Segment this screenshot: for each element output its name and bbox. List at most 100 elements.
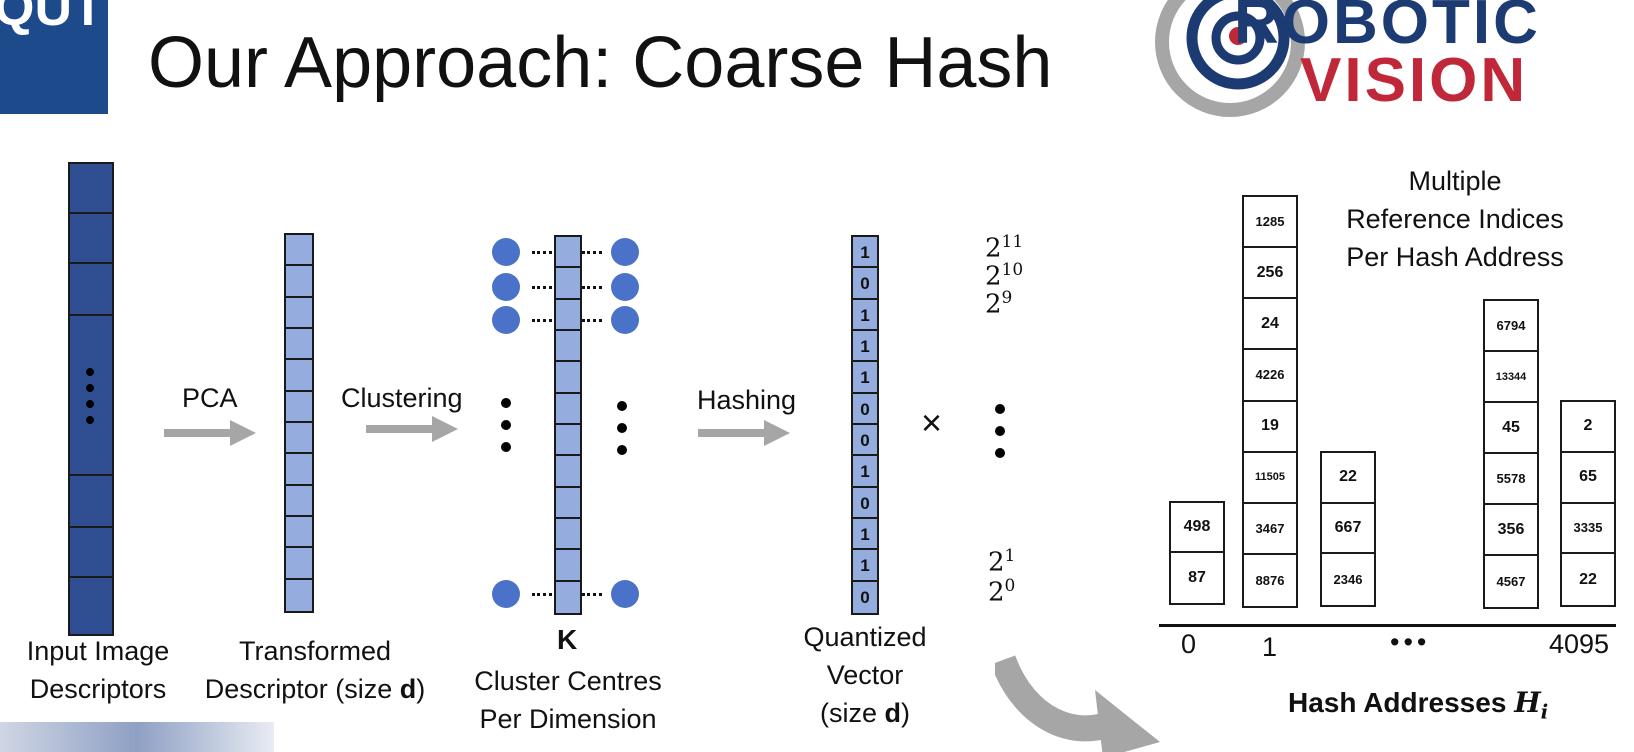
reference-index: 667 — [1322, 504, 1374, 555]
reference-index: 498 — [1171, 503, 1223, 553]
reference-index: 45 — [1485, 403, 1537, 454]
quantized-bit: 1 — [853, 300, 877, 331]
quantized-bit: 1 — [853, 237, 877, 269]
power-of-two: 21 — [988, 546, 1016, 578]
reference-index: 22 — [1322, 453, 1374, 504]
title-regular: Our Approach: — [148, 23, 633, 103]
vector-cell — [556, 300, 580, 331]
quantized-vector-caption: Quantized Vector (size d) — [770, 618, 960, 732]
reference-index: 356 — [1485, 505, 1537, 556]
vector-cell — [556, 331, 580, 363]
power-of-two: 29 — [985, 288, 1013, 320]
caption-text: ) — [901, 698, 910, 728]
clustering-arrow-icon — [366, 416, 458, 442]
hash-axis-title: Hash Addresses Hi — [1288, 686, 1548, 724]
axis-title-text: Hash Addresses — [1288, 687, 1515, 718]
caption-line: Cluster Centres — [474, 666, 662, 696]
axis-tick: ••• — [1390, 627, 1431, 657]
descriptor-cell — [70, 214, 112, 264]
k-label: K — [557, 624, 578, 655]
pca-arrow-icon — [164, 420, 256, 446]
robotic-vision-logo: ROBOTIC VISION — [1150, 0, 1634, 122]
annotation-line: Reference Indices — [1346, 204, 1564, 234]
reference-index: 24 — [1244, 299, 1296, 351]
vector-cell — [286, 423, 312, 455]
vector-cell — [556, 550, 580, 582]
descriptor-cell — [70, 528, 112, 578]
vector-cell — [556, 425, 580, 457]
vector-cell — [556, 488, 580, 519]
caption-text: (size — [819, 698, 885, 728]
decorative-image — [0, 722, 274, 752]
quantized-bit: 1 — [853, 550, 877, 582]
ellipsis-dot — [995, 426, 1005, 436]
descriptor-cell — [70, 164, 112, 214]
quantized-bit: 0 — [853, 488, 877, 519]
hash-axis-line — [1159, 624, 1616, 627]
vector-cell — [556, 394, 580, 425]
cluster-centre — [492, 238, 520, 266]
cluster-centre — [492, 273, 520, 301]
cluster-column — [554, 235, 582, 615]
power-of-two: 20 — [988, 576, 1016, 608]
descriptor-cell — [70, 264, 112, 316]
powers-bottom: 21 20 — [988, 546, 1016, 608]
reference-index: 4226 — [1244, 350, 1296, 402]
caption-line: Input Image — [26, 636, 170, 666]
reference-index: 13344 — [1485, 352, 1537, 403]
caption-line: Per Dimension — [479, 704, 657, 734]
hashing-arrow-icon — [698, 420, 790, 446]
cluster-centre — [611, 273, 639, 301]
transformed-descriptor-caption: Transformed Descriptor (size d) — [190, 632, 440, 708]
quantized-bit: 0 — [860, 587, 870, 607]
transformed-descriptor-column — [284, 233, 314, 613]
vector-cell — [286, 580, 312, 611]
annotation-line: Multiple — [1408, 166, 1502, 196]
cluster-centre — [611, 238, 639, 266]
vector-cell — [286, 517, 312, 549]
input-descriptor-column — [68, 162, 114, 636]
cluster-centres-caption: Cluster Centres Per Dimension — [450, 662, 686, 738]
annotation-line: Per Hash Address — [1346, 242, 1564, 272]
reference-index: 3467 — [1244, 504, 1296, 555]
cluster-centre — [611, 580, 639, 608]
descriptor-ellipsis-cell — [70, 316, 112, 476]
caption-line: Quantized — [803, 622, 927, 652]
reference-index: 8876 — [1255, 572, 1285, 588]
vector-cell — [556, 362, 580, 394]
quantized-bit: 0 — [853, 394, 877, 425]
quantized-bit: 1 — [853, 331, 877, 363]
vector-cell — [556, 237, 580, 269]
pca-label: PCA — [182, 383, 238, 413]
vector-cell — [556, 268, 580, 300]
vector-cell — [556, 456, 580, 488]
multiply-symbol: × — [921, 402, 943, 443]
caption-text: ) — [416, 674, 426, 704]
vector-cell — [286, 392, 312, 423]
quantized-bit: 1 — [853, 519, 877, 551]
caption-bold: d — [399, 674, 417, 704]
curved-arrow-icon — [995, 655, 1160, 752]
logo-text-robotic: ROBOTIC — [1234, 0, 1541, 57]
clustering-label: Clustering — [341, 383, 463, 413]
caption-text: Descriptor (size — [204, 674, 400, 704]
vector-cell — [286, 454, 312, 486]
ellipsis-dot — [995, 448, 1005, 458]
axis-tick: 4095 — [1549, 629, 1610, 659]
vector-cell — [286, 298, 312, 329]
ellipsis-dot — [995, 404, 1005, 414]
caption-line: (size d) — [770, 694, 960, 732]
quantized-bit: 0 — [853, 425, 877, 457]
vector-cell — [286, 548, 312, 580]
reference-index: 3335 — [1562, 504, 1614, 555]
vector-cell — [286, 266, 312, 298]
reference-index: 6794 — [1485, 301, 1537, 352]
cluster-centre — [492, 306, 520, 334]
caption-line: Descriptors — [29, 674, 167, 704]
